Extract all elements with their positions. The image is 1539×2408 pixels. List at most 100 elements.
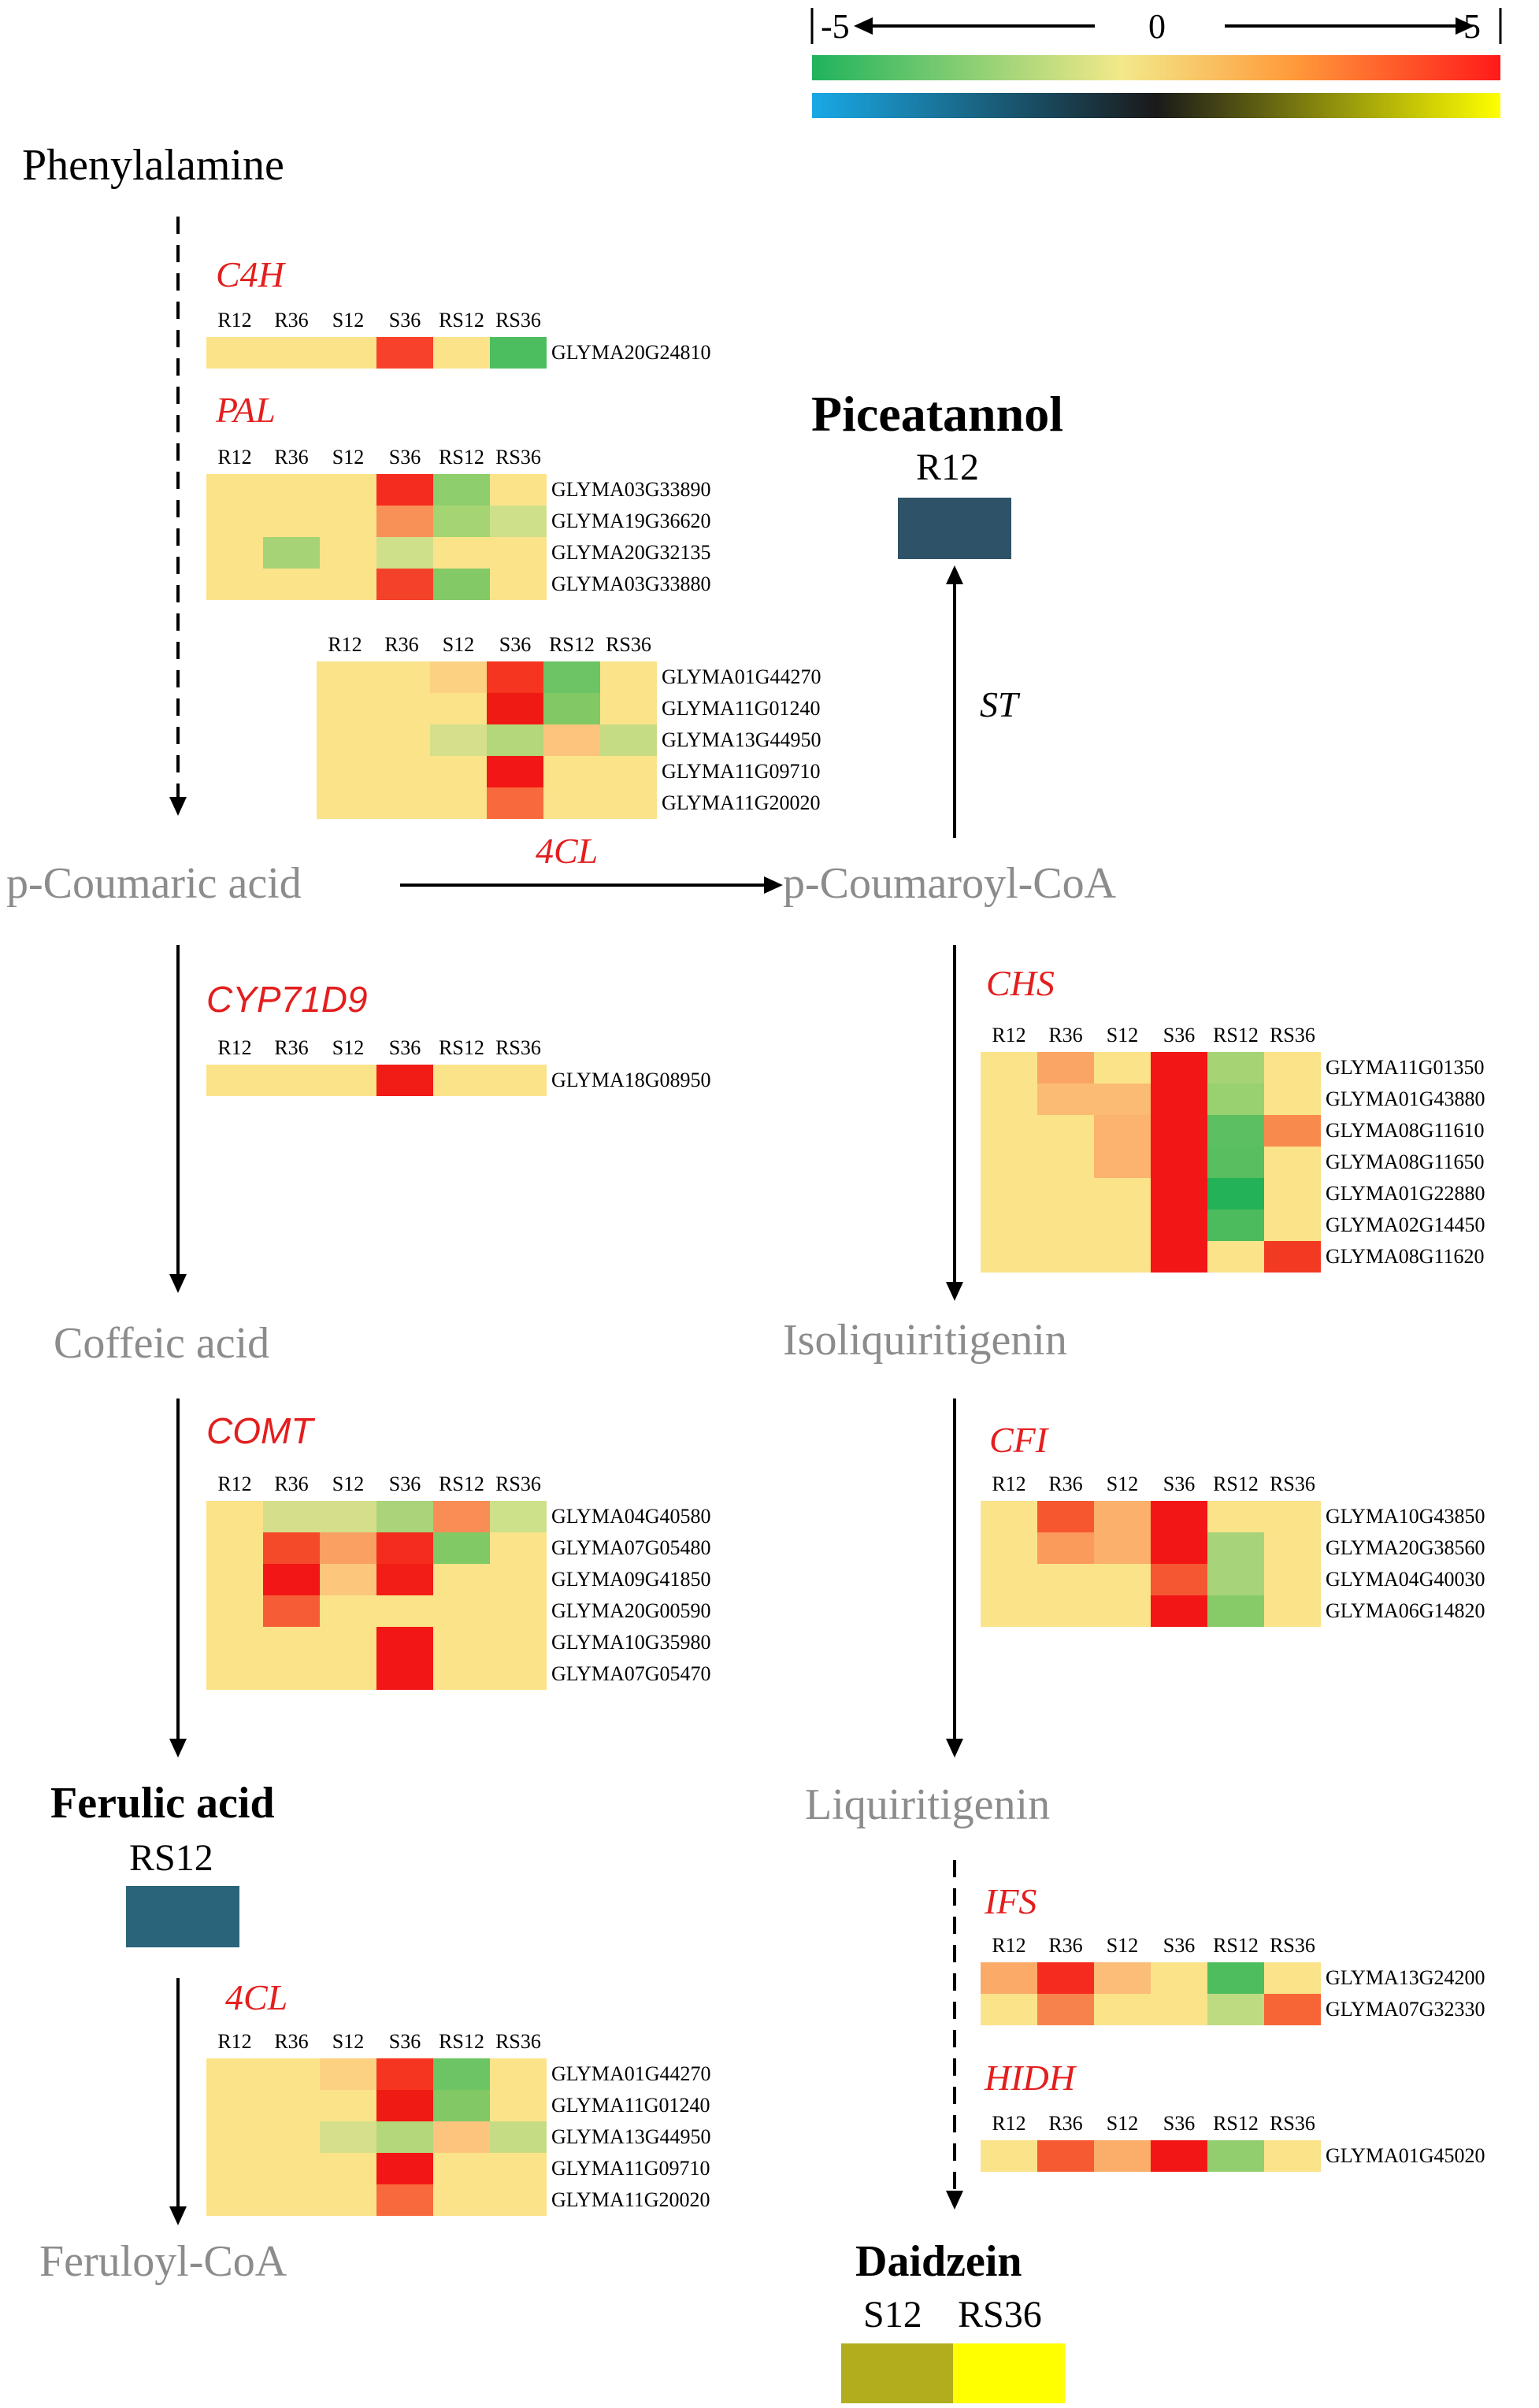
gene-label: GLYMA07G32330	[1326, 1998, 1485, 2021]
heatmap-grid	[981, 2140, 1321, 2172]
enzyme-cyp71d9: CYP71D9	[206, 979, 368, 1020]
heatmap-cell	[263, 1501, 320, 1532]
heatmap-cell	[430, 661, 487, 693]
ferulic-level-box	[126, 1886, 239, 1947]
column-header-s36: S36	[499, 633, 532, 656]
column-header-rs36: RS36	[495, 2030, 541, 2053]
heatmap-cell	[543, 724, 600, 756]
column-header-s36: S36	[1163, 1473, 1196, 1495]
heatmap-cell	[320, 474, 376, 506]
heatmap-cell	[981, 1532, 1037, 1564]
heatmap-grid	[981, 1962, 1321, 2025]
heatmap-cell	[376, 2090, 433, 2121]
heatmap-cell	[1037, 1084, 1094, 1115]
column-header-rs36: RS36	[495, 446, 541, 469]
column-header-rs12: RS12	[439, 446, 484, 469]
heatmap-cell	[206, 2121, 263, 2153]
heatmap-cell	[373, 661, 430, 693]
enzyme-4cl-top: 4CL	[536, 831, 599, 871]
heatmap-cell	[1037, 2140, 1094, 2172]
gene-label: GLYMA10G35980	[551, 1631, 711, 1654]
column-header-s12: S12	[1106, 2112, 1139, 2135]
heatmap-cell	[1207, 1210, 1264, 1241]
heatmap-cell	[263, 1658, 320, 1690]
heatmap-cell	[373, 756, 430, 787]
column-header-rs12: RS12	[1213, 1024, 1259, 1047]
daidzein-sample-label-1: S12	[863, 2294, 922, 2336]
column-header-rs12: RS12	[1213, 1934, 1259, 1957]
column-header-rs12: RS12	[439, 309, 484, 332]
heatmap-cell	[433, 2121, 490, 2153]
heatmap-cell	[1151, 1595, 1207, 1627]
heatmap-cell	[1037, 1052, 1094, 1084]
heatmap-cell	[317, 787, 373, 819]
metabolite-ferulic-acid: Ferulic acid	[50, 1779, 275, 1828]
column-header-r36: R36	[274, 446, 309, 469]
heatmap-cell	[1094, 1994, 1151, 2025]
heatmap-cell	[490, 1595, 547, 1627]
heatmap-cell	[433, 2090, 490, 2121]
heatmap-cell	[433, 2184, 490, 2216]
column-header-r12: R12	[992, 1934, 1026, 1957]
enzyme-st: ST	[980, 684, 1018, 724]
heatmap-cell	[206, 1532, 263, 1564]
heatmap-grid	[981, 1052, 1321, 1273]
heatmap-cell	[543, 693, 600, 724]
heatmap-cell	[1094, 1532, 1151, 1564]
heatmap-cell	[373, 787, 430, 819]
heatmap-cell	[263, 337, 320, 369]
gene-label: GLYMA01G45020	[1326, 2144, 1485, 2167]
heatmap-cell	[263, 2090, 320, 2121]
heatmap-cell	[490, 474, 547, 506]
gene-label: GLYMA11G20020	[662, 791, 821, 814]
gene-label: GLYMA06G14820	[1326, 1599, 1485, 1622]
heatmap-cell	[320, 1501, 376, 1532]
heatmap-grid	[206, 1065, 547, 1096]
column-header-s36: S36	[388, 1473, 421, 1495]
column-header-s36: S36	[388, 1036, 421, 1059]
heatmap-cell	[376, 1532, 433, 1564]
heatmap-cell	[376, 1595, 433, 1627]
heatmap-cell	[430, 756, 487, 787]
heatmap-cell	[433, 1065, 490, 1096]
gene-label: GLYMA20G24810	[551, 341, 711, 364]
heatmap-cell	[1264, 1241, 1321, 1273]
column-header-r12: R12	[217, 1036, 252, 1059]
heatmap-cell	[1094, 1052, 1151, 1084]
heatmap-cell	[263, 1627, 320, 1658]
heatmap-cell	[487, 756, 543, 787]
gene-label: GLYMA11G01240	[662, 697, 821, 720]
heatmap-cell	[1264, 1052, 1321, 1084]
gene-label: GLYMA11G09710	[662, 760, 821, 783]
heatmap-cell	[206, 1658, 263, 1690]
heatmap-cell	[981, 2140, 1037, 2172]
heatmap-cell	[373, 693, 430, 724]
heatmap-cell	[543, 661, 600, 693]
heatmap-cell	[1264, 1595, 1321, 1627]
heatmap-cell	[320, 2058, 376, 2090]
heatmap-cell	[1037, 1532, 1094, 1564]
heatmap-cell	[1037, 1962, 1094, 1994]
heatmap-cell	[1207, 1241, 1264, 1273]
heatmap-cell	[1207, 1115, 1264, 1147]
heatmap-cell	[376, 1564, 433, 1595]
heatmap-cell	[430, 787, 487, 819]
heatmap-cell	[600, 756, 657, 787]
column-header-rs36: RS36	[1270, 1024, 1315, 1047]
enzyme-cfi: CFI	[989, 1420, 1048, 1460]
heatmap-cell	[1037, 1115, 1094, 1147]
heatmap-cell	[1037, 1178, 1094, 1210]
gene-label: GLYMA11G01350	[1326, 1056, 1485, 1079]
heatmap-cell	[1264, 1994, 1321, 2025]
heatmap-cell	[263, 1595, 320, 1627]
heatmap-cell	[1094, 1595, 1151, 1627]
heatmap-cell	[1207, 1994, 1264, 2025]
heatmap-cell	[490, 2184, 547, 2216]
heatmap-cell	[376, 537, 433, 569]
gene-label: GLYMA08G11620	[1326, 1245, 1485, 1268]
heatmap-cell	[206, 1564, 263, 1595]
